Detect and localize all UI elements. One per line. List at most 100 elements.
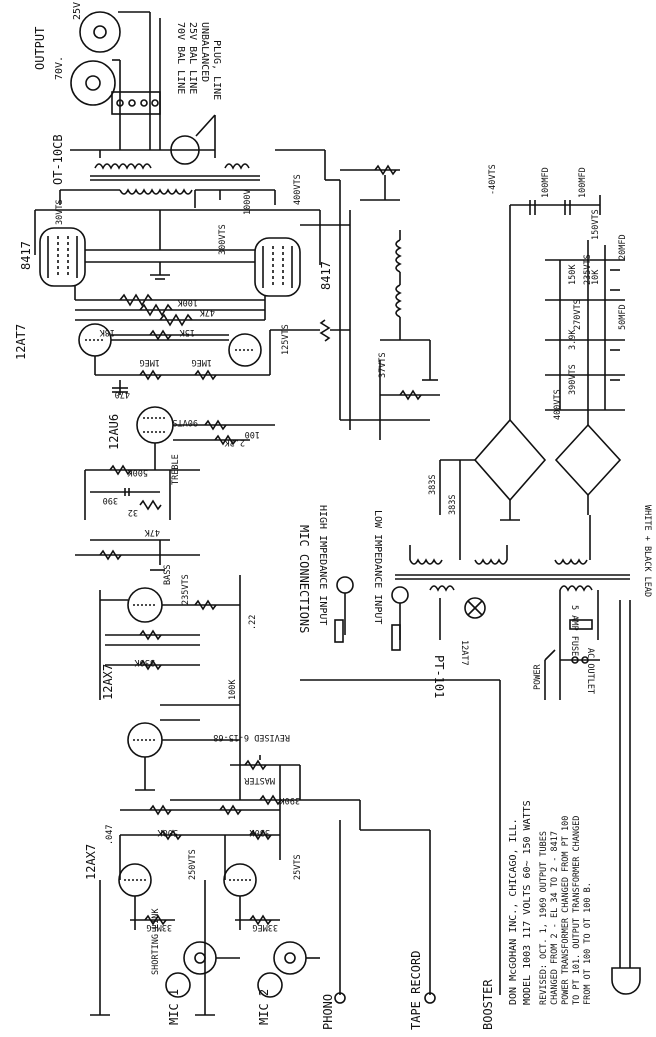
booster-label: BOOSTER	[481, 979, 495, 1030]
tape-jack	[424, 992, 436, 1004]
tone-stage	[75, 406, 275, 571]
tap-label-0: 70V BAL LINE	[175, 22, 186, 94]
pt-label: PT-101	[432, 655, 446, 698]
tap-label-3: PLUG, LINE	[211, 40, 222, 100]
power-tubes	[34, 209, 350, 297]
title-line-1: DON McGOHAN INC., CHICAGO, ILL.	[508, 818, 519, 1005]
tape-label: TAPE RECORD	[409, 951, 423, 1030]
output-socket-25v	[79, 11, 121, 53]
r100k-label: 100K	[177, 297, 198, 307]
mic2-socket	[273, 941, 307, 975]
phono-jack	[334, 992, 346, 1004]
high-z-label: HIGH IMPEDANCE INPUT	[317, 505, 328, 625]
title-line-2: MODEL 1003 117 VOLTS 60~ 150 WATTS	[522, 800, 533, 1005]
v125-label: 125VTS	[281, 324, 291, 355]
bridge-right	[554, 423, 622, 497]
tap-70v-label: 70V.	[54, 56, 65, 80]
mic-preamps	[90, 829, 280, 1016]
preamp-stage	[99, 575, 241, 800]
r500k-mic-label: 500K	[157, 827, 178, 837]
volts-300-label: 300VTS	[218, 224, 228, 255]
tone-tube-label: 12AU6	[107, 414, 121, 450]
v400-label: 400VTS	[553, 389, 563, 420]
mic-connections	[334, 576, 409, 651]
tap-label-1: 25V BAL LINE	[187, 22, 198, 94]
power-tube-left	[39, 227, 86, 287]
tone-tube	[136, 406, 174, 444]
switch-label: POWER	[533, 664, 543, 690]
pilot-lamp	[464, 597, 486, 619]
screen-label: 30VTS	[55, 199, 65, 225]
driver-tubes	[78, 323, 270, 395]
mic-sockets	[165, 941, 320, 998]
power-tube-right	[254, 237, 301, 297]
title-line-3: REVISED: OCT. 1, 1969 OUTPUT TUBES	[539, 831, 549, 1005]
bias-network	[74, 286, 266, 327]
cord-label: WHITE + BLACK LEAD	[642, 505, 652, 597]
filter-caps	[510, 195, 625, 411]
v150-ps-label: 150VTS	[591, 209, 601, 240]
fuse	[569, 619, 593, 630]
filter-chokes	[379, 230, 440, 440]
b-plus-label: 400VTS	[293, 174, 303, 205]
mic2-label: MIC 2	[257, 989, 271, 1025]
r1meg-label: 1MEG	[140, 357, 160, 367]
mic2-tube	[223, 863, 257, 897]
revised-label: REVISED 6-15-68	[213, 732, 290, 742]
treble-label: TREBLE	[171, 454, 181, 485]
r1meg-2-label: 1MEG	[192, 357, 212, 367]
v90-label: 90VTS	[172, 417, 198, 427]
input-jacks	[300, 679, 501, 1004]
r47k-label: 47K	[199, 307, 215, 317]
low-z-plug	[391, 586, 409, 604]
v390-label: 390VTS	[568, 364, 578, 395]
mic1-tube	[118, 863, 152, 897]
power-plug	[611, 967, 641, 995]
v37-label: 37VTS	[378, 352, 388, 378]
output-terminal-strip	[111, 91, 161, 115]
v270-label: 270VTS	[573, 299, 583, 330]
title-line-5: POWER TRANSFORMER CHANGED FROM PT 100	[561, 816, 571, 1005]
labels: OUTPUT 25V. 70V. 70V BAL LINE 25V BAL LI…	[14, 0, 652, 1030]
cap-100mfd-2-label: 100MFD	[578, 167, 588, 198]
c22-label: .22	[248, 615, 258, 630]
volts-1000-label: 1000V	[243, 189, 253, 215]
mic-tube-a-label: 12AX7	[84, 844, 98, 880]
power-tube-a-label: 8417	[19, 241, 33, 270]
ot-label: OT-10CB	[51, 134, 65, 185]
output-socket-70v	[70, 60, 116, 106]
rectifier-bridges	[439, 205, 622, 560]
phono-label: PHONO	[321, 994, 335, 1030]
r18k-label: 18K	[99, 327, 115, 337]
r2-2k-label: 2.2K	[224, 437, 245, 447]
c20mfd-label: 20MFD	[618, 234, 628, 260]
mic1-connector	[165, 972, 191, 998]
title-line-4: CHANGED FROM 2 - EL 34 TO 2 - 8417	[550, 831, 560, 1005]
r33meg-label: 33MEG	[146, 922, 172, 932]
cap-100mfd-1-label: 100MFD	[541, 167, 551, 198]
power-tube-b-label: 8417	[319, 261, 333, 290]
r100-label: 100	[245, 429, 260, 439]
v235-label: 235VTS	[181, 574, 191, 605]
cath-470-label: 470	[115, 389, 130, 399]
v235-ps-label: 235VTS	[583, 254, 593, 285]
low-z-label: LOW IMPEDANCE INPUT	[372, 510, 383, 624]
r150k-label: 150K	[568, 264, 578, 285]
r33meg-2-label: 33MEG	[252, 922, 278, 932]
r10k-label: 10K	[591, 269, 601, 285]
c047-label: .047	[105, 825, 115, 845]
shorting-label: SHORTING LINK	[151, 908, 161, 975]
master-volume	[120, 755, 360, 860]
supply-lines	[269, 149, 430, 430]
mic1-socket	[183, 941, 217, 975]
driver-tube-label: 12AT7	[14, 324, 28, 360]
outlet-label: AC OUTLET	[585, 648, 595, 694]
output-transformer	[59, 163, 276, 208]
rect-2-label: 383S	[448, 495, 458, 515]
r330k-mic-label: 330K	[249, 827, 270, 837]
c390-label: 390	[103, 495, 118, 505]
mic2-connector	[257, 972, 283, 998]
preamp-tube-label: 12AX7	[101, 664, 115, 700]
title-line-7: FROM OT 100 TO OT 100 B.	[583, 882, 593, 1005]
